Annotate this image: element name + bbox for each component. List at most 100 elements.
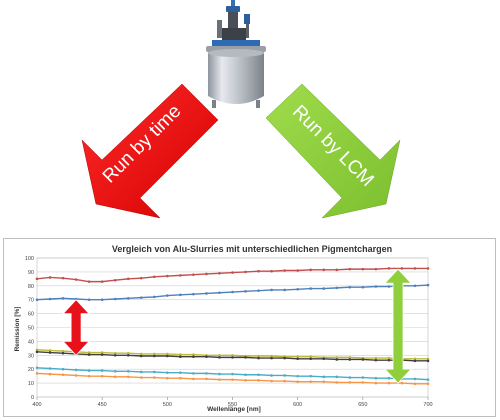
data-point xyxy=(296,269,299,272)
data-point xyxy=(100,298,104,301)
data-point xyxy=(139,370,143,374)
data-point xyxy=(335,375,339,379)
data-point xyxy=(179,353,182,356)
data-point xyxy=(166,294,169,297)
data-point xyxy=(322,380,326,384)
data-point xyxy=(387,376,391,380)
data-point xyxy=(283,374,286,377)
data-point xyxy=(74,297,78,301)
data-point xyxy=(100,369,104,372)
data-point xyxy=(35,277,39,281)
data-point xyxy=(296,357,299,361)
data-point xyxy=(139,352,143,356)
data-point xyxy=(35,348,39,352)
data-point xyxy=(126,277,130,281)
data-point xyxy=(192,273,195,276)
annotation-double-arrow-2 xyxy=(384,268,412,384)
data-point xyxy=(231,372,234,376)
data-point xyxy=(257,354,260,358)
data-point xyxy=(179,371,182,374)
data-point xyxy=(348,285,352,289)
y-tick-label: 40 xyxy=(28,339,34,345)
data-point xyxy=(48,367,52,370)
data-point xyxy=(74,374,78,377)
process-reactor-icon xyxy=(206,0,266,108)
annotation-arrows xyxy=(62,268,412,384)
data-point xyxy=(179,355,182,358)
data-point xyxy=(400,267,404,270)
data-point xyxy=(361,285,365,289)
y-tick-label: 80 xyxy=(28,284,34,290)
data-point xyxy=(322,268,326,272)
data-point xyxy=(244,373,247,377)
data-point xyxy=(374,381,378,385)
y-tick-label: 50 xyxy=(28,326,34,332)
data-point xyxy=(270,356,273,360)
data-point xyxy=(374,358,378,362)
data-point xyxy=(35,298,39,301)
data-point xyxy=(61,349,65,353)
data-point xyxy=(400,381,404,385)
data-point xyxy=(153,352,156,356)
data-point xyxy=(113,278,117,282)
data-point xyxy=(48,276,52,279)
y-tick-label: 10 xyxy=(28,381,34,387)
data-point xyxy=(166,354,169,358)
data-point xyxy=(153,370,156,374)
data-point xyxy=(179,376,182,380)
y-tick-label: 90 xyxy=(28,270,34,276)
data-point xyxy=(113,375,117,379)
data-point xyxy=(426,283,430,287)
data-point xyxy=(61,373,65,377)
data-point xyxy=(309,355,313,358)
data-point xyxy=(139,296,143,299)
data-point xyxy=(426,382,430,386)
data-point xyxy=(166,352,169,356)
data-point xyxy=(309,268,313,272)
data-point xyxy=(113,297,117,301)
data-point xyxy=(205,355,208,358)
data-point xyxy=(426,378,430,381)
data-point xyxy=(335,358,339,361)
data-point xyxy=(387,358,391,362)
data-point xyxy=(244,270,247,274)
series-4 xyxy=(35,350,430,363)
data-point xyxy=(87,280,91,283)
data-point xyxy=(192,355,195,358)
x-tick-label: 500 xyxy=(163,402,172,408)
data-point xyxy=(126,369,130,373)
data-point xyxy=(322,287,326,290)
data-point xyxy=(361,381,365,384)
series-line xyxy=(36,267,428,283)
data-point xyxy=(426,267,430,270)
data-point xyxy=(218,291,221,295)
data-point xyxy=(283,379,286,383)
x-tick-label: 650 xyxy=(358,402,367,408)
data-point xyxy=(348,376,352,379)
x-tick-label: 450 xyxy=(98,402,107,408)
data-point xyxy=(113,354,117,357)
data-point xyxy=(87,369,91,372)
data-point xyxy=(257,289,260,292)
data-point xyxy=(283,356,286,360)
data-point xyxy=(61,276,65,280)
data-point xyxy=(126,297,130,300)
data-point xyxy=(270,288,273,292)
series-5 xyxy=(35,366,430,381)
data-point xyxy=(335,356,339,359)
data-point xyxy=(126,351,130,355)
data-point xyxy=(413,357,417,361)
data-point xyxy=(74,278,78,281)
y-tick-label: 30 xyxy=(28,353,34,359)
data-point xyxy=(61,367,65,371)
data-point xyxy=(87,353,91,356)
annotation-double-arrow-1 xyxy=(62,299,91,356)
data-point xyxy=(218,372,221,376)
data-point xyxy=(283,288,286,292)
x-tick-label: 550 xyxy=(228,402,237,408)
data-point xyxy=(192,377,195,381)
data-point xyxy=(244,379,247,382)
series-1 xyxy=(35,267,430,283)
